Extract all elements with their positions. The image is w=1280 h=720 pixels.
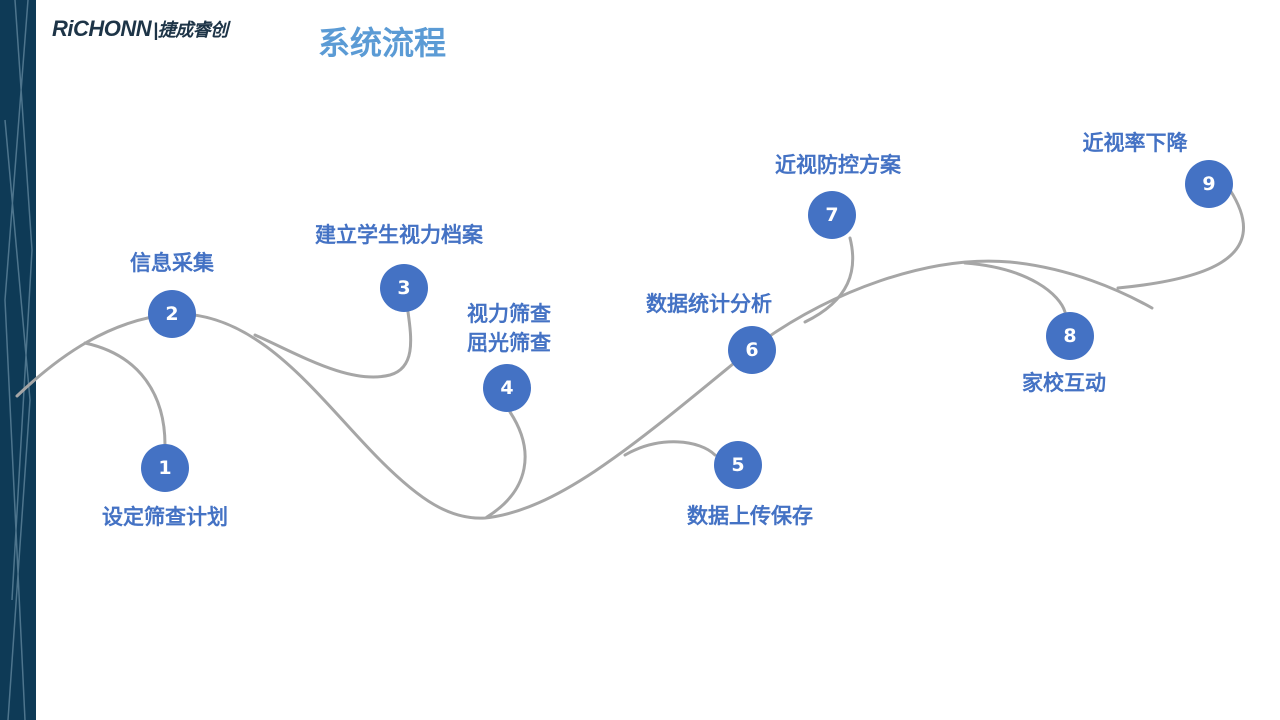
step-8-label: 家校互动 [1022,371,1106,395]
step-6-label: 数据统计分析 [646,292,772,316]
step-2-label: 信息采集 [130,251,214,275]
step-9-circle: 9 [1185,160,1233,208]
step-5-circle: 5 [714,441,762,489]
sidebar-lines [4,0,33,720]
logo: RiCHONN|捷成睿创 [52,16,228,41]
step-9-label: 近视率下降 [1082,131,1188,155]
sidebar-decoration [0,0,36,720]
step-6-circle: 6 [728,326,776,374]
step-2-circle: 2 [148,290,196,338]
step-7-label: 近视防控方案 [775,153,901,177]
step-8-circle: 8 [1046,312,1094,360]
step-5-label: 数据上传保存 [687,504,813,528]
step-1-circle: 1 [141,444,189,492]
step-4-label-line1: 视力筛查 [467,302,551,326]
page-title: 系统流程 [318,24,447,62]
step-4-circle: 4 [483,364,531,412]
step-1-label: 设定筛查计划 [102,505,228,529]
step-3-circle: 3 [380,264,428,312]
step-4-label-line2: 屈光筛查 [467,331,551,355]
step-7-circle: 7 [808,191,856,239]
step-4-label: 视力筛查屈光筛查 [467,300,551,358]
step-3-label: 建立学生视力档案 [315,223,483,247]
